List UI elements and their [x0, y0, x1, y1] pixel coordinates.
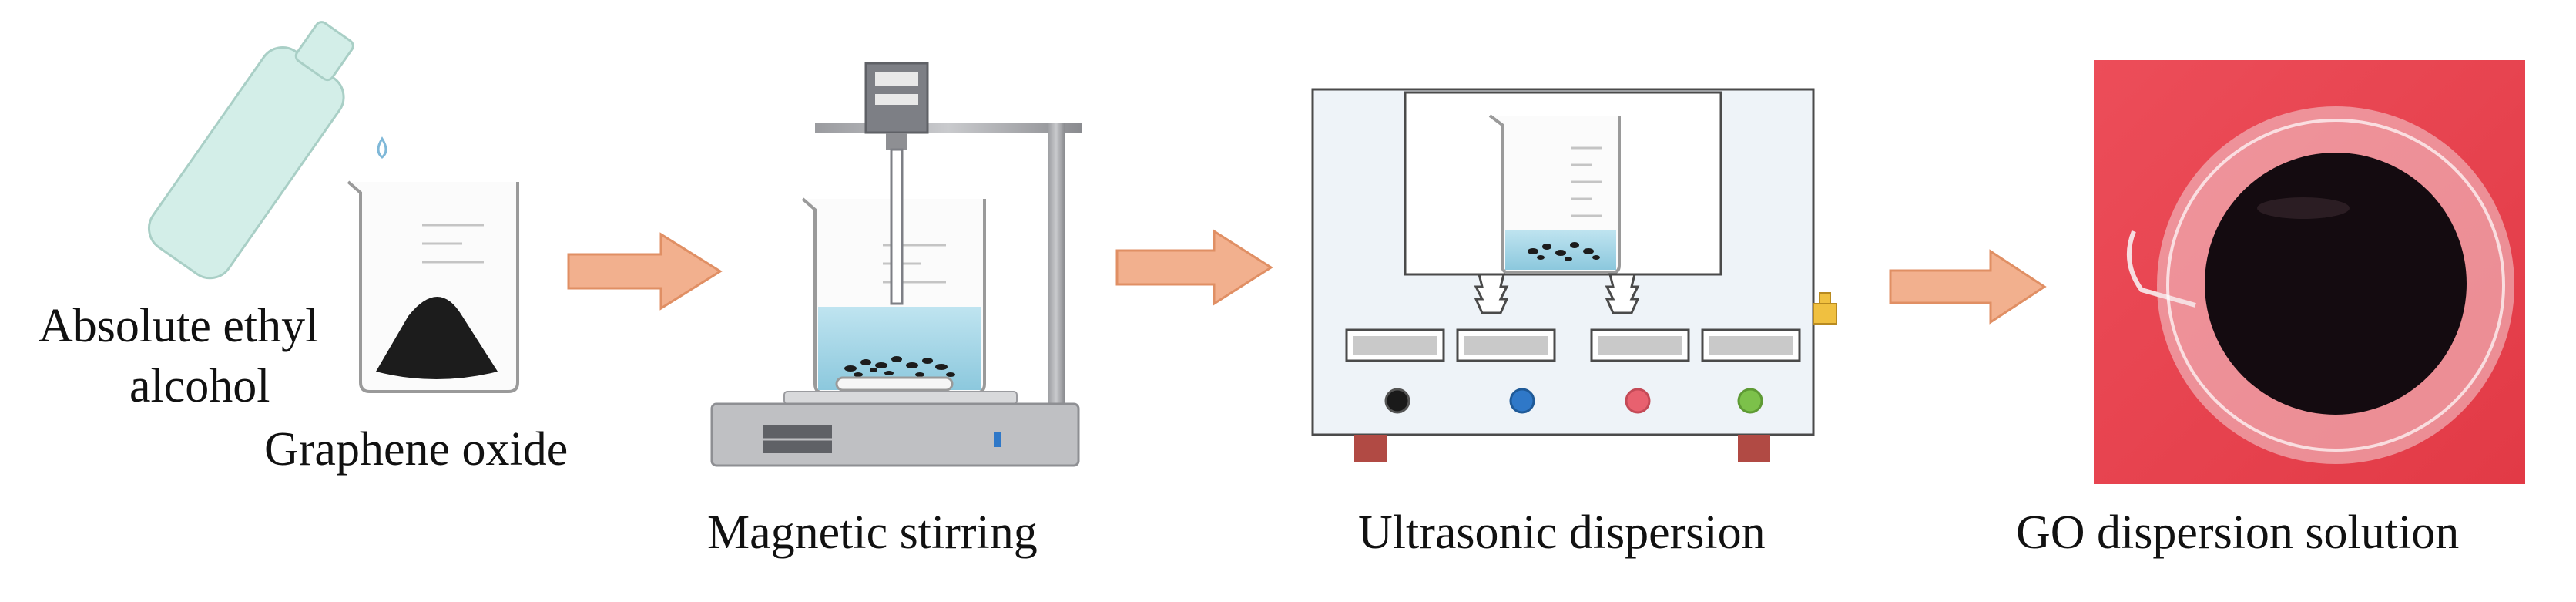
ethanol-bottle-icon	[147, 21, 354, 280]
graphene-oxide-label: Graphene oxide	[264, 423, 569, 476]
beaker-photo	[2094, 60, 2525, 484]
go-dispersion-solution-label: GO dispersion solution	[2016, 506, 2460, 559]
ultrasonic-bath-icon	[1311, 88, 1837, 462]
alcohol-label: alcohol	[129, 360, 270, 412]
magnetic-stirring-label: Magnetic stirring	[707, 506, 1038, 559]
arrow-2	[1115, 229, 1273, 306]
absolute-ethyl-label: Absolute ethyl	[39, 300, 319, 352]
ultrasonic-dispersion-label: Ultrasonic dispersion	[1358, 506, 1766, 559]
beaker-icon	[347, 180, 519, 393]
arrow-3	[1889, 249, 2047, 325]
arrow-1	[567, 232, 723, 311]
magnetic-stirrer-icon	[710, 62, 1082, 467]
